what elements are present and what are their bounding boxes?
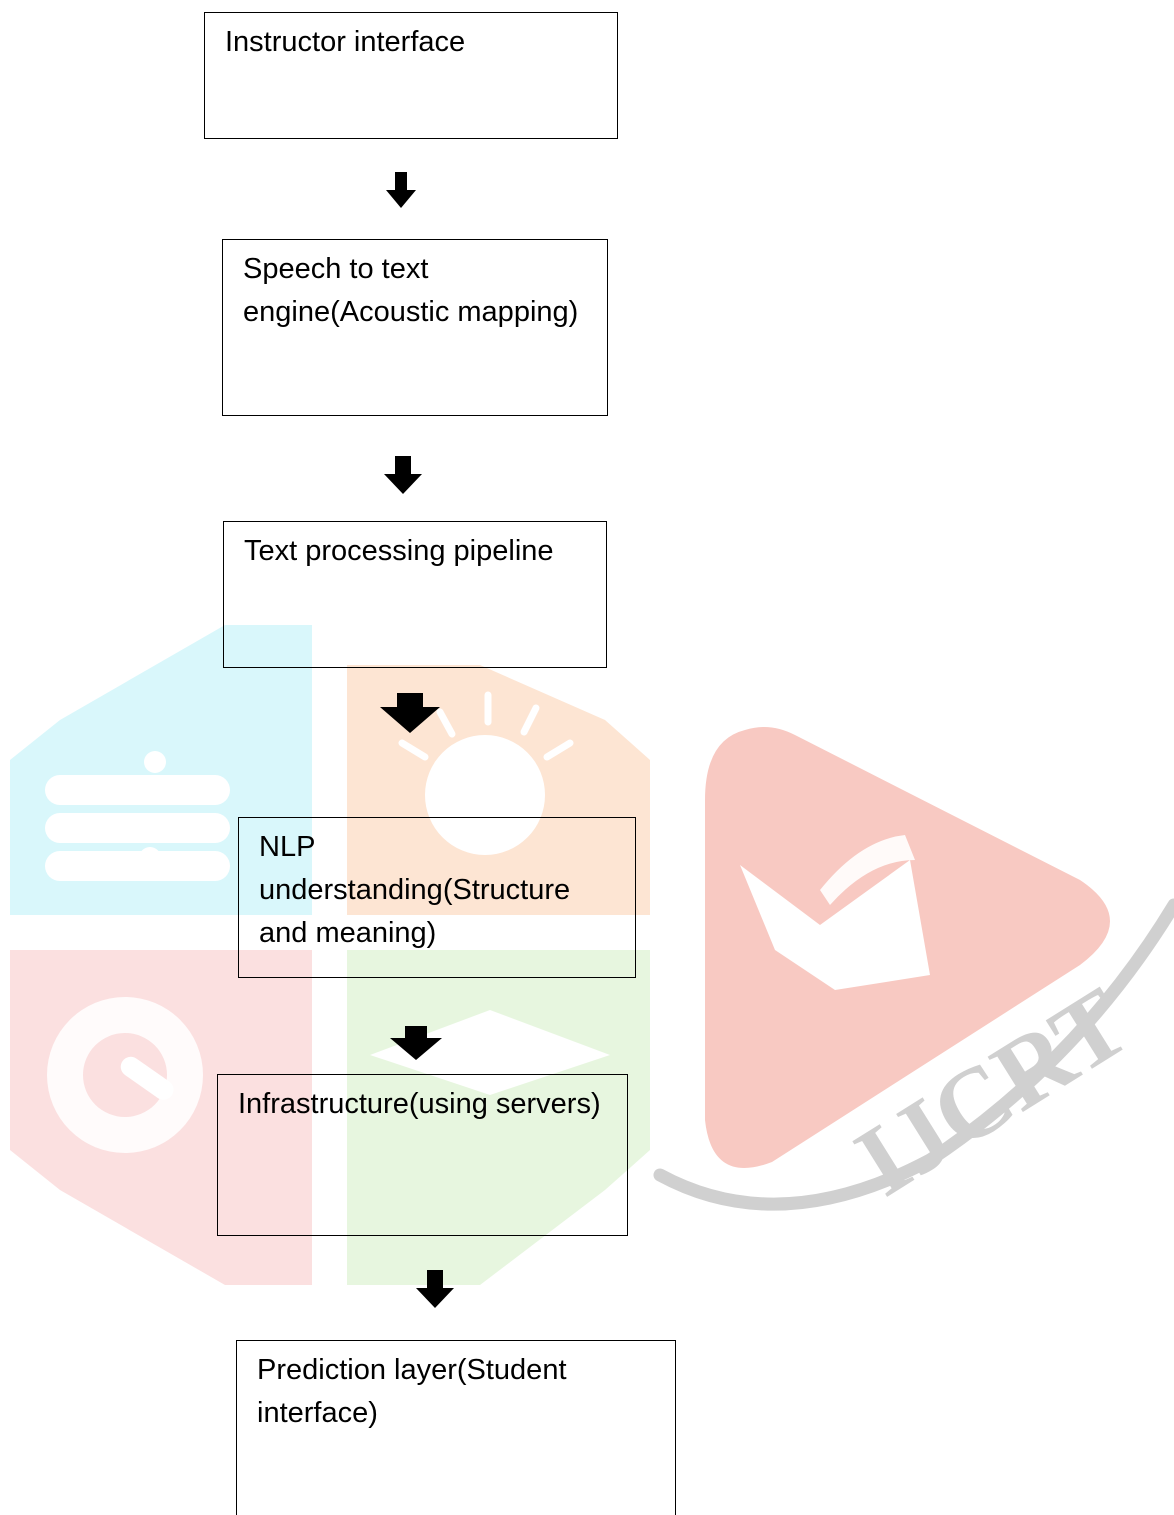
down-arrow-icon bbox=[386, 172, 416, 208]
step-box-instructor-interface: Instructor interface bbox=[204, 12, 618, 139]
step-box-speech-to-text: Speech to text engine(Acoustic mapping) bbox=[222, 239, 608, 416]
step-box-prediction-layer: Prediction layer(Student interface) bbox=[236, 1340, 676, 1515]
cloud-circuit-icon bbox=[45, 751, 230, 881]
gear-icon bbox=[47, 997, 203, 1153]
down-arrow-icon bbox=[416, 1270, 454, 1308]
down-arrow-icon bbox=[380, 693, 440, 733]
swoosh-curve bbox=[653, 898, 1174, 1211]
down-arrow-icon bbox=[384, 456, 422, 494]
book-icon bbox=[740, 835, 930, 990]
step-label: Instructor interface bbox=[225, 26, 466, 58]
step-box-infrastructure: Infrastructure(using servers) bbox=[217, 1074, 628, 1236]
step-label: Infrastructure(using servers) bbox=[238, 1088, 601, 1120]
down-arrow-icon bbox=[390, 1026, 442, 1060]
step-label: NLP understanding(Structure and meaning) bbox=[259, 831, 571, 949]
step-label: Speech to text engine(Acoustic mapping) bbox=[243, 253, 579, 328]
sun-icon bbox=[398, 691, 574, 855]
step-label: Text processing pipeline bbox=[244, 535, 554, 567]
graduation-cap-icon bbox=[370, 1010, 610, 1095]
step-box-text-processing: Text processing pipeline bbox=[223, 521, 607, 668]
step-label: Prediction layer(Student interface) bbox=[257, 1354, 567, 1429]
play-triangle-mark bbox=[705, 726, 1110, 1169]
step-box-nlp-understanding: NLP understanding(Structure and meaning) bbox=[238, 817, 636, 978]
